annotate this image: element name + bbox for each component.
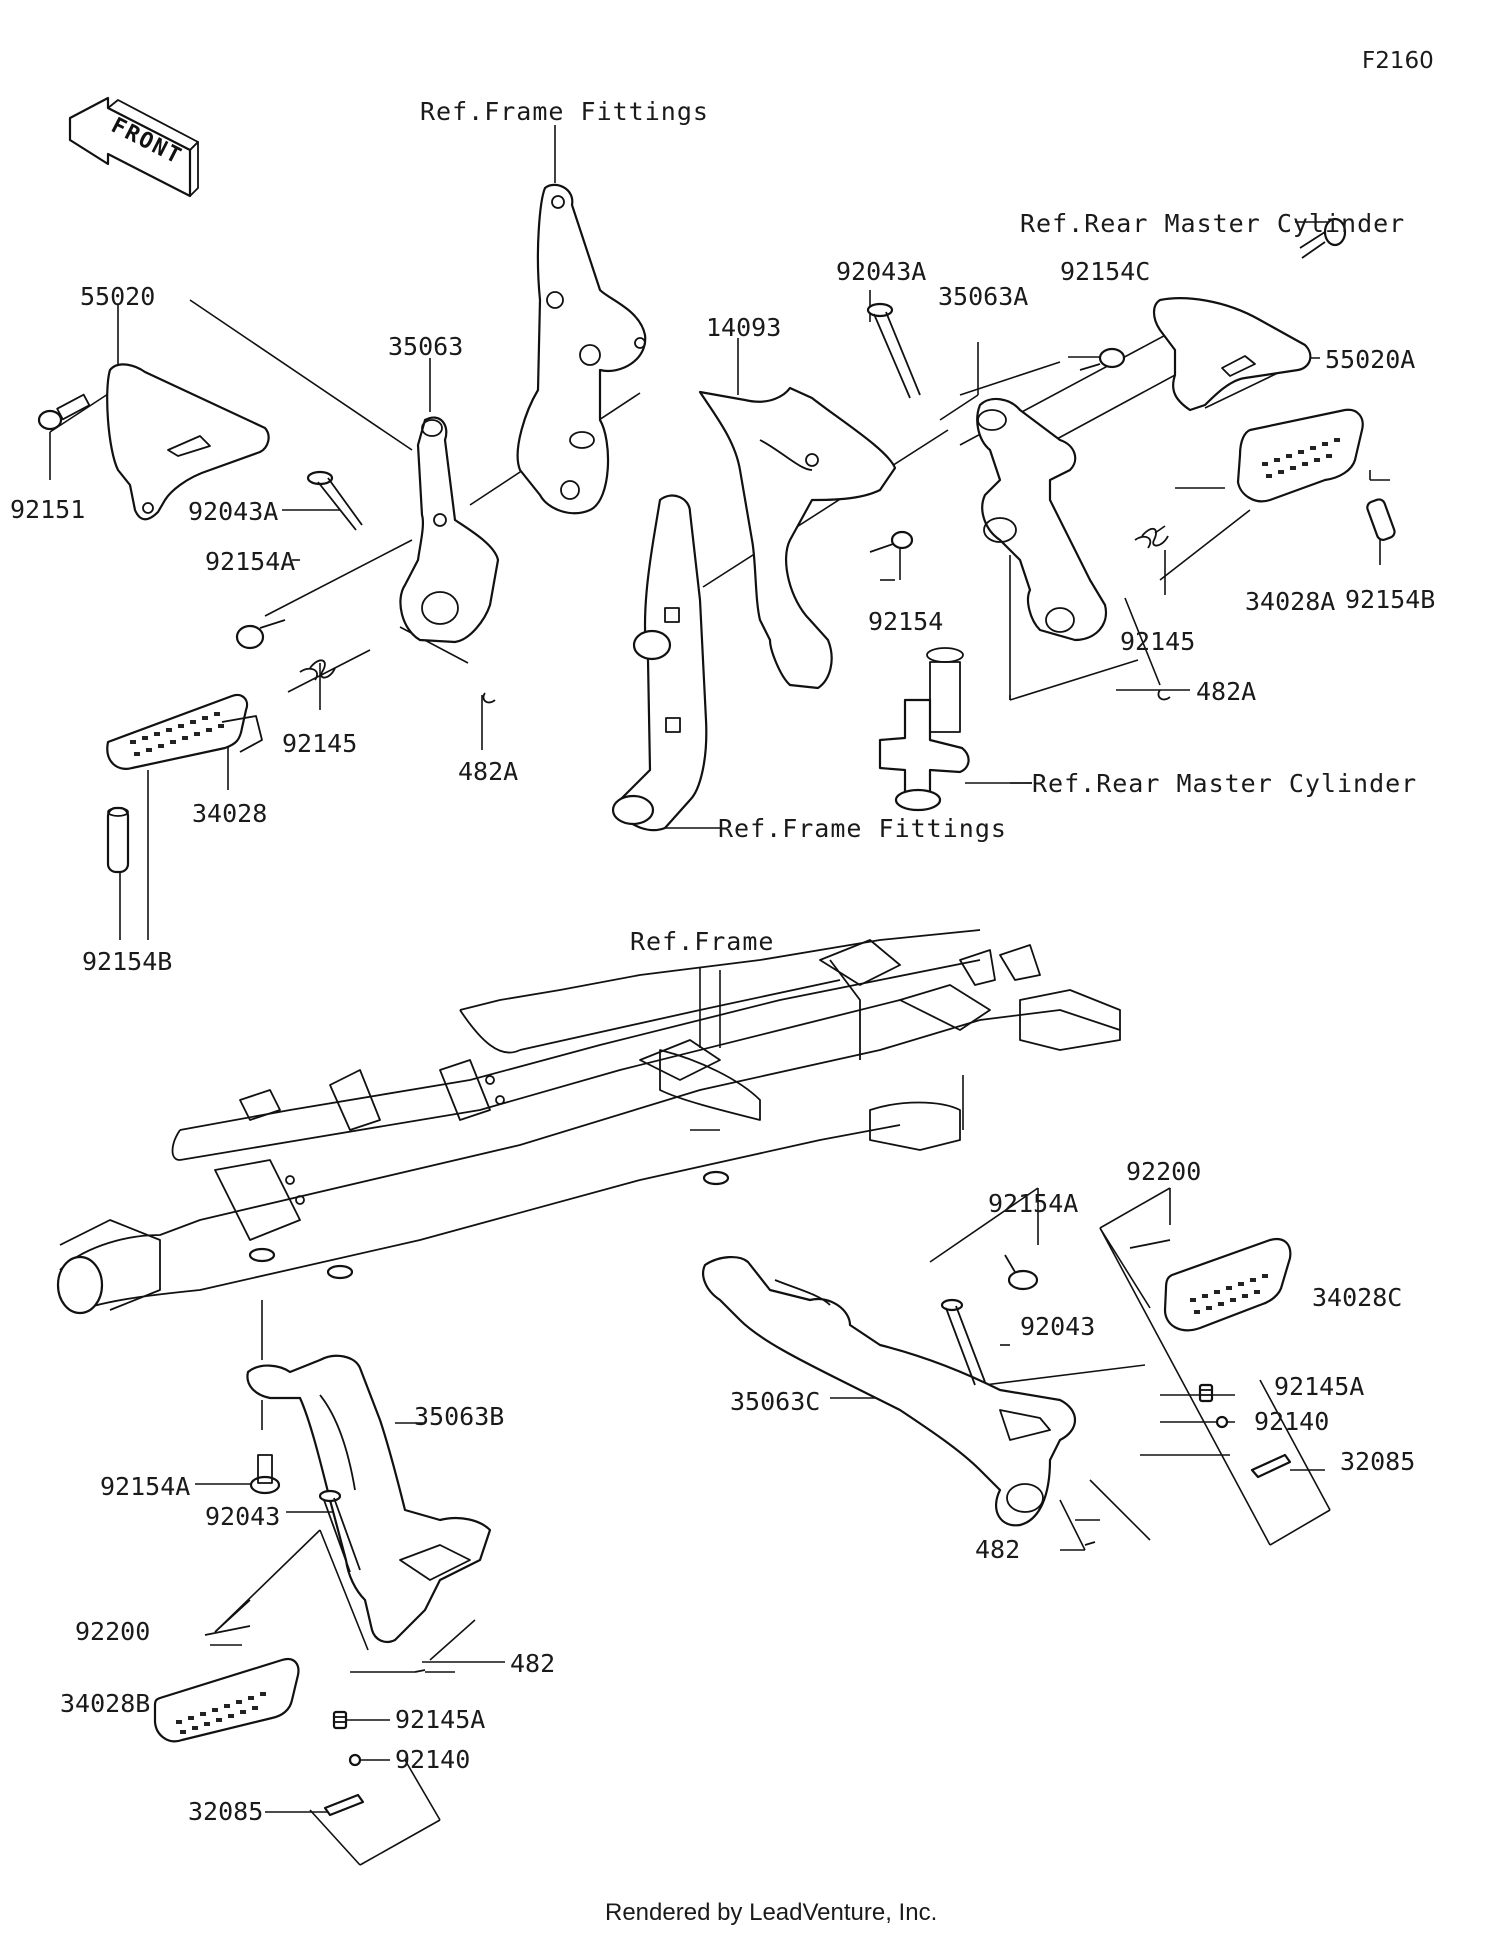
- label-92145-left: 92145: [282, 729, 357, 758]
- label-482A-left: 482A: [458, 757, 518, 786]
- label-92200-right: 92200: [1126, 1157, 1201, 1186]
- label-ref-rear-master-bottom: Ref.Rear Master Cylinder: [1032, 769, 1417, 798]
- bolt-92154C: [1079, 347, 1126, 371]
- footpeg-34028-left: [106, 693, 263, 770]
- label-ref-rear-master-top: Ref.Rear Master Cylinder: [1020, 209, 1405, 238]
- label-35063C: 35063C: [730, 1387, 820, 1416]
- pin-92043-right: [940, 1298, 986, 1386]
- clip-32085-right: [1250, 1453, 1292, 1479]
- footpeg-34028C: [1163, 1237, 1292, 1332]
- bolt-92151: [37, 393, 91, 431]
- label-32085-right: 32085: [1340, 1447, 1415, 1476]
- label-482-low: 482: [510, 1649, 555, 1678]
- heel-plate-14093: [698, 386, 897, 690]
- pin-92154B-left: [106, 806, 130, 874]
- footrest-bracket-35063B: [246, 1354, 492, 1644]
- bolt-rear-master: [1299, 217, 1347, 259]
- footrest-bracket-35063A: [976, 397, 1108, 642]
- label-34028A: 34028A: [1245, 587, 1335, 616]
- label-92043-low: 92043: [205, 1502, 280, 1531]
- pin-92200-low: [204, 1625, 251, 1636]
- label-92154B-right: 92154B: [1345, 585, 1435, 614]
- label-55020: 55020: [80, 282, 155, 311]
- front-arrow-icon: FRONT: [68, 96, 199, 198]
- pin-92043-low: [318, 1489, 361, 1573]
- heel-guard-right: [1152, 297, 1312, 412]
- ball-92140-right: [1215, 1415, 1229, 1429]
- label-35063: 35063: [388, 332, 463, 361]
- label-92140-right: 92140: [1254, 1407, 1329, 1436]
- label-92154C: 92154C: [1060, 257, 1150, 286]
- clip-32085-low: [323, 1793, 365, 1817]
- clip-482A-left: [482, 692, 496, 704]
- label-92145A-low: 92145A: [395, 1705, 485, 1734]
- label-92140-low: 92140: [395, 1745, 470, 1774]
- rear-master-cylinder: [878, 647, 970, 812]
- pin-92043A-mid: [866, 302, 921, 399]
- ball-92140-low: [348, 1753, 362, 1767]
- label-92145-right: 92145: [1120, 627, 1195, 656]
- footrest-bracket-35063: [399, 416, 500, 644]
- label-ref-frame-fittings-bottom: Ref.Frame Fittings: [718, 814, 1007, 843]
- pin-92200-right: [1129, 1239, 1171, 1249]
- spring-92145A-right: [1198, 1383, 1214, 1403]
- label-482-right: 482: [975, 1535, 1020, 1564]
- label-35063B: 35063B: [414, 1402, 504, 1431]
- label-ref-frame-fittings-top: Ref.Frame Fittings: [420, 97, 709, 126]
- label-34028C: 34028C: [1312, 1283, 1402, 1312]
- label-92154A-low: 92154A: [100, 1472, 190, 1501]
- bolt-92154-mid: [869, 530, 914, 553]
- frame-fitting-plate-lower: [618, 494, 708, 832]
- clip-482A-right: [1157, 689, 1171, 701]
- label-92200-low: 92200: [75, 1617, 150, 1646]
- label-34028B: 34028B: [60, 1689, 150, 1718]
- diagram-code: F2160: [1362, 48, 1434, 74]
- pin-92154B-right: [1366, 498, 1396, 541]
- label-14093: 14093: [706, 313, 781, 342]
- label-92043-right: 92043: [1020, 1312, 1095, 1341]
- label-55020A: 55020A: [1325, 345, 1415, 374]
- label-92043A-mid: 92043A: [836, 257, 926, 286]
- footpeg-34028A-right: [1236, 408, 1364, 503]
- label-92145A-right: 92145A: [1274, 1372, 1364, 1401]
- clip-482-right: [1084, 1541, 1096, 1546]
- main-frame: [56, 929, 1121, 1315]
- label-34028: 34028: [192, 799, 267, 828]
- clip-482-low: [414, 1669, 426, 1673]
- spring-92145-left: [299, 659, 336, 681]
- spring-92145-right: [1134, 527, 1169, 549]
- bolt-92154A-mid: [1004, 1254, 1039, 1291]
- label-32085-low: 32085: [188, 1797, 263, 1826]
- label-92154B-left: 92154B: [82, 947, 172, 976]
- pin-92043A-left: [306, 470, 363, 531]
- footpeg-34028B: [153, 1657, 300, 1743]
- callout-labels: Ref.Frame Fittings Ref.Rear Master Cylin…: [10, 97, 1435, 1826]
- label-482A-right: 482A: [1196, 677, 1256, 706]
- label-92154A-left: 92154A: [205, 547, 295, 576]
- label-ref-frame: Ref.Frame: [630, 927, 774, 956]
- bolt-92154A-low: [249, 1454, 281, 1495]
- label-92043A-left: 92043A: [188, 497, 278, 526]
- label-92154: 92154: [868, 607, 943, 636]
- footer-credit: Rendered by LeadVenture, Inc.: [605, 1899, 937, 1926]
- footrest-bracket-35063C: [702, 1256, 1076, 1527]
- bolt-92154A-left: [235, 619, 286, 650]
- leader-lines: [49, 125, 1390, 1866]
- label-92151: 92151: [10, 495, 85, 524]
- label-92154A-mid: 92154A: [988, 1189, 1078, 1218]
- spring-92145A-low: [332, 1710, 348, 1730]
- label-35063A: 35063A: [938, 282, 1028, 311]
